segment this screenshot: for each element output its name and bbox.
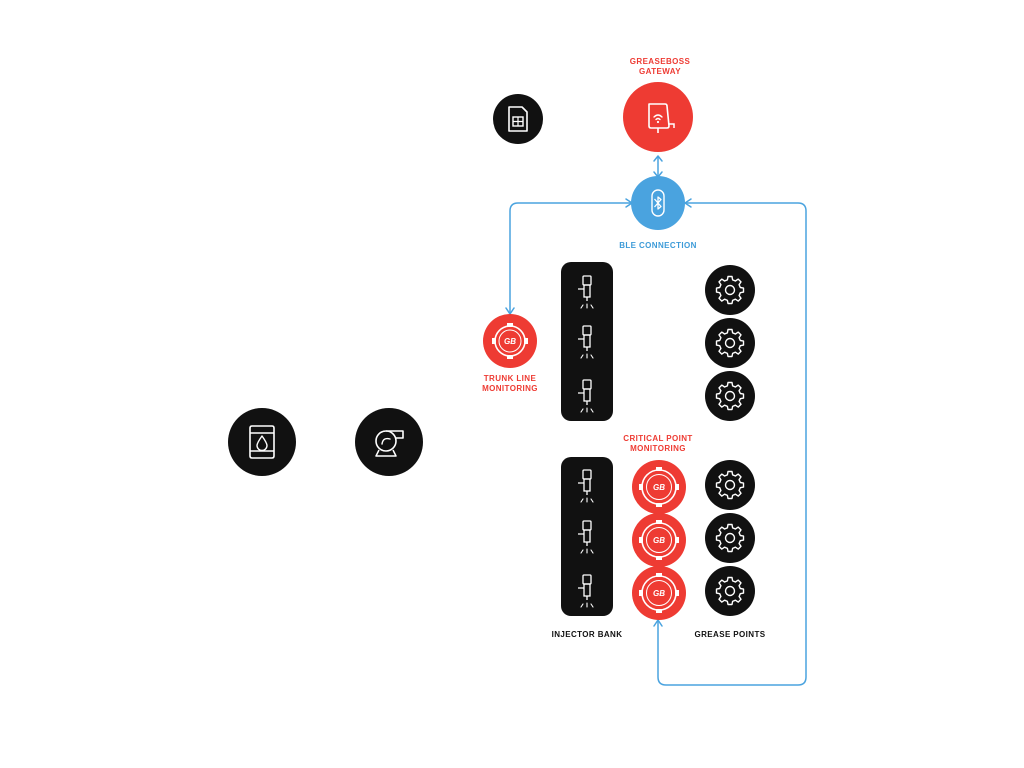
pump-node xyxy=(355,408,423,476)
svg-text:GB: GB xyxy=(504,337,516,346)
injector-icon xyxy=(578,469,594,503)
pump-icon xyxy=(375,430,404,457)
greaseboss-sensor-icon: GB xyxy=(639,467,679,507)
sim-card-node xyxy=(493,94,543,144)
critical-point-sensor-3: GB xyxy=(632,566,686,620)
trunk-line-sensor-node: GB xyxy=(483,314,537,368)
grease-points-label: GREASE POINTS xyxy=(694,630,766,639)
greaseboss-sensor-icon: GB xyxy=(639,573,679,613)
gateway-device-icon xyxy=(648,103,675,133)
gear-icon xyxy=(715,328,745,358)
gear-icon xyxy=(715,470,745,500)
injector-6 xyxy=(574,571,600,611)
greaseboss-sensor-icon: GB xyxy=(639,520,679,560)
trunk-label-line2: MONITORING xyxy=(482,384,538,393)
gear-icon xyxy=(715,381,745,411)
grease-point-5 xyxy=(705,513,755,563)
ble-connection-node xyxy=(631,176,685,230)
bluetooth-icon xyxy=(651,189,665,217)
svg-text:GB: GB xyxy=(653,483,665,492)
ble-connection-label: BLE CONNECTION xyxy=(619,241,697,250)
gateway-label-line2: GATEWAY xyxy=(639,67,681,76)
injector-icon xyxy=(578,325,594,359)
trunk-label-line1: TRUNK LINE xyxy=(483,374,537,383)
grease-point-4 xyxy=(705,460,755,510)
injector-icon xyxy=(578,275,594,309)
injector-4 xyxy=(574,466,600,506)
oil-barrel-icon xyxy=(249,425,275,459)
trunk-line-label: TRUNK LINE MONITORING xyxy=(460,374,560,394)
injector-2 xyxy=(574,322,600,362)
greaseboss-gateway-node xyxy=(623,82,693,152)
critical-label-line2: MONITORING xyxy=(630,444,686,453)
grease-point-1 xyxy=(705,265,755,315)
gateway-label: GREASEBOSS GATEWAY xyxy=(610,57,710,77)
gear-icon xyxy=(715,523,745,553)
critical-point-sensor-2: GB xyxy=(632,513,686,567)
critical-label-line1: CRITICAL POINT xyxy=(623,434,693,443)
grease-point-6 xyxy=(705,566,755,616)
injector-3 xyxy=(574,376,600,416)
svg-text:GB: GB xyxy=(653,536,665,545)
gear-icon xyxy=(715,576,745,606)
injector-bank-upper xyxy=(561,262,613,421)
gateway-label-line1: GREASEBOSS xyxy=(629,57,691,66)
injector-5 xyxy=(574,517,600,557)
svg-text:GB: GB xyxy=(653,589,665,598)
injector-bank-label: INJECTOR BANK xyxy=(551,630,623,639)
grease-point-3 xyxy=(705,371,755,421)
sim-card-icon xyxy=(508,106,528,132)
gear-icon xyxy=(715,275,745,305)
ble-trunk-line xyxy=(509,202,633,315)
injector-icon xyxy=(578,379,594,413)
greaseboss-sensor-icon: GB xyxy=(492,323,528,359)
critical-ble-line xyxy=(657,202,807,686)
oil-barrel-node xyxy=(228,408,296,476)
injector-bank-lower xyxy=(561,457,613,616)
critical-point-label: CRITICAL POINT MONITORING xyxy=(608,434,708,454)
grease-point-2 xyxy=(705,318,755,368)
injector-icon xyxy=(578,574,594,608)
injector-1 xyxy=(574,272,600,312)
injector-icon xyxy=(578,520,594,554)
critical-point-sensor-1: GB xyxy=(632,460,686,514)
